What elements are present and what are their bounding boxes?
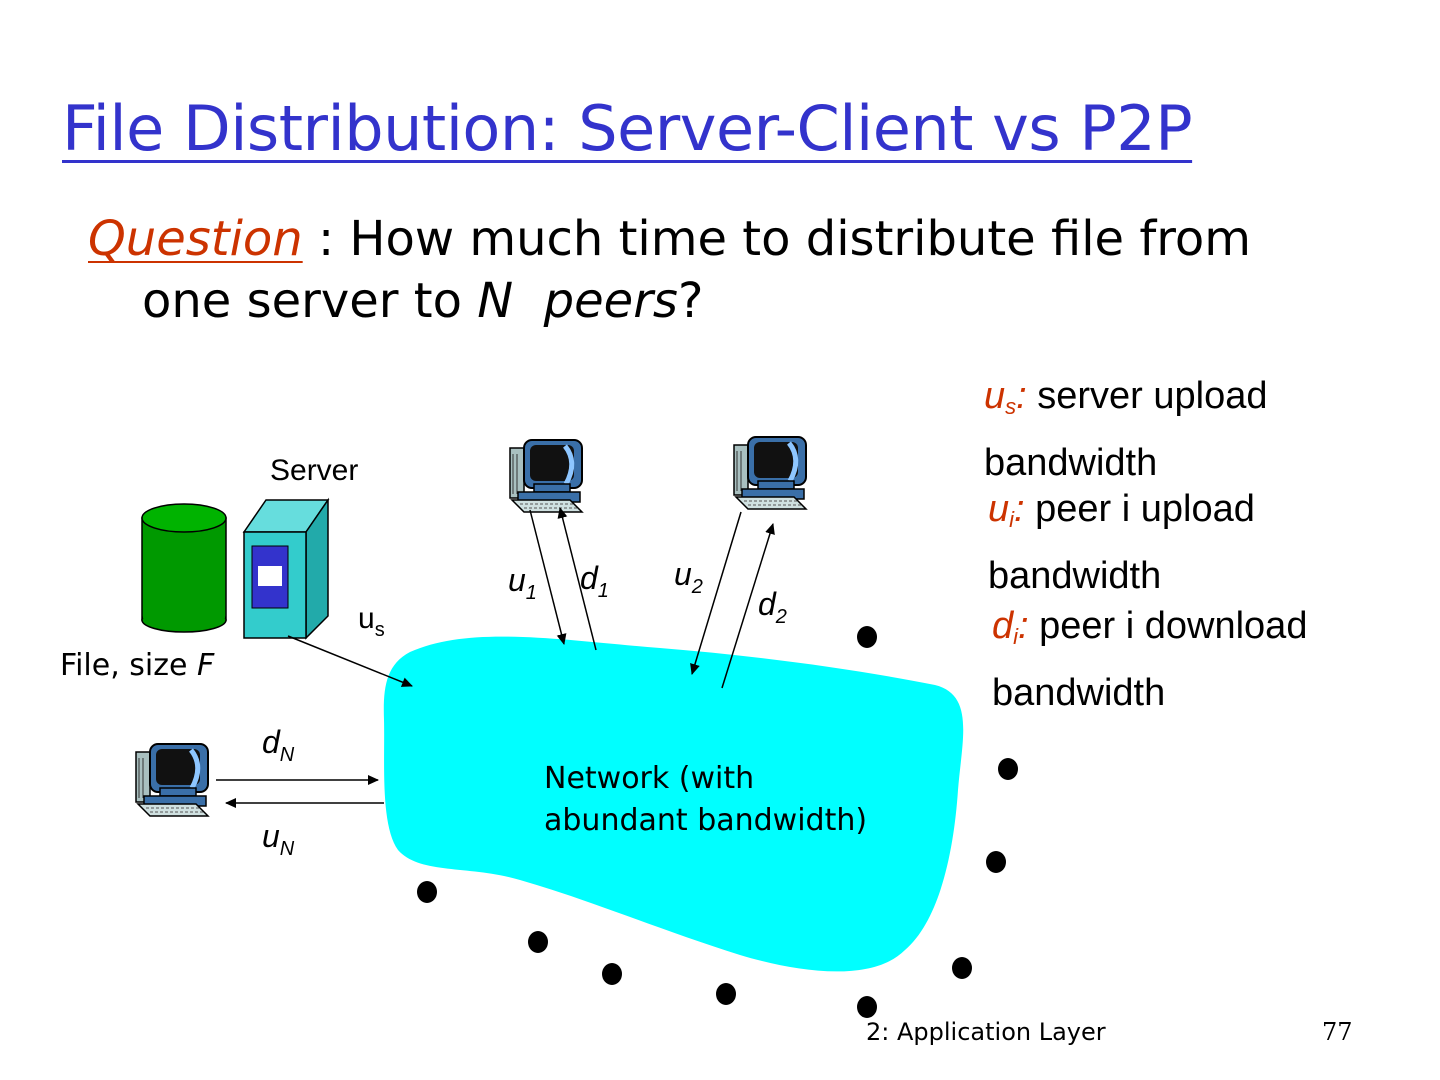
legend-ui: ui: peer i upload bandwidth [988,481,1255,604]
legend-di: di: peer i download bandwidth [992,598,1307,721]
u1-arrow [529,509,567,645]
question-n: N [477,273,514,329]
question-line2: one server to N peers? [88,270,1251,332]
file-label: File, size F [60,648,215,683]
legend-us-symbol: us: [984,375,1027,419]
question-part1: : How much time to distribute file from [302,211,1252,267]
legend-ui-symbol: ui: [988,488,1025,532]
peer-2-computer-icon [734,437,806,509]
legend-us-text2: bandwidth [984,442,1158,484]
u2-arrow [690,511,742,675]
d2-label: d2 [758,586,787,628]
u1-label: u1 [508,562,537,604]
legend-di-text2: bandwidth [992,672,1166,714]
network-cloud [383,636,964,972]
page-number: 77 [1322,1018,1353,1046]
slide-title: File Distribution: Server-Client vs P2P [62,92,1193,165]
us-label: us [358,602,385,641]
question-peers: peers [543,273,678,329]
d1-arrow [557,507,597,651]
d1-label: d1 [580,560,609,602]
peer-n-computer-icon [136,744,208,816]
question-end: ? [677,273,704,329]
us-arrow [287,635,413,687]
peer-1-computer-icon [510,440,582,512]
more-peers-dots [417,626,1018,1018]
legend-ui-text2: bandwidth [988,555,1162,597]
network-label: Network (with abundant bandwidth) [544,761,868,838]
uN-label: uN [262,818,295,860]
question-text: Question : How much time to distribute f… [88,208,1251,332]
d2-arrow [721,523,775,689]
footer-chapter: 2: Application Layer [866,1018,1106,1046]
question-part2a: one server to [142,273,478,329]
server-icon [242,497,330,640]
legend-us-text: server upload [1026,375,1268,417]
question-label: Question [88,211,303,267]
dN-label: dN [262,724,295,766]
legend-ui-text: peer i upload [1024,488,1255,530]
file-disk-icon [141,503,227,633]
legend-di-symbol: di: [992,605,1029,649]
server-label: Server [270,454,359,487]
u2-label: u2 [674,556,703,598]
legend-us: us: server upload bandwidth [984,368,1268,491]
legend-di-text: peer i download [1028,605,1308,647]
